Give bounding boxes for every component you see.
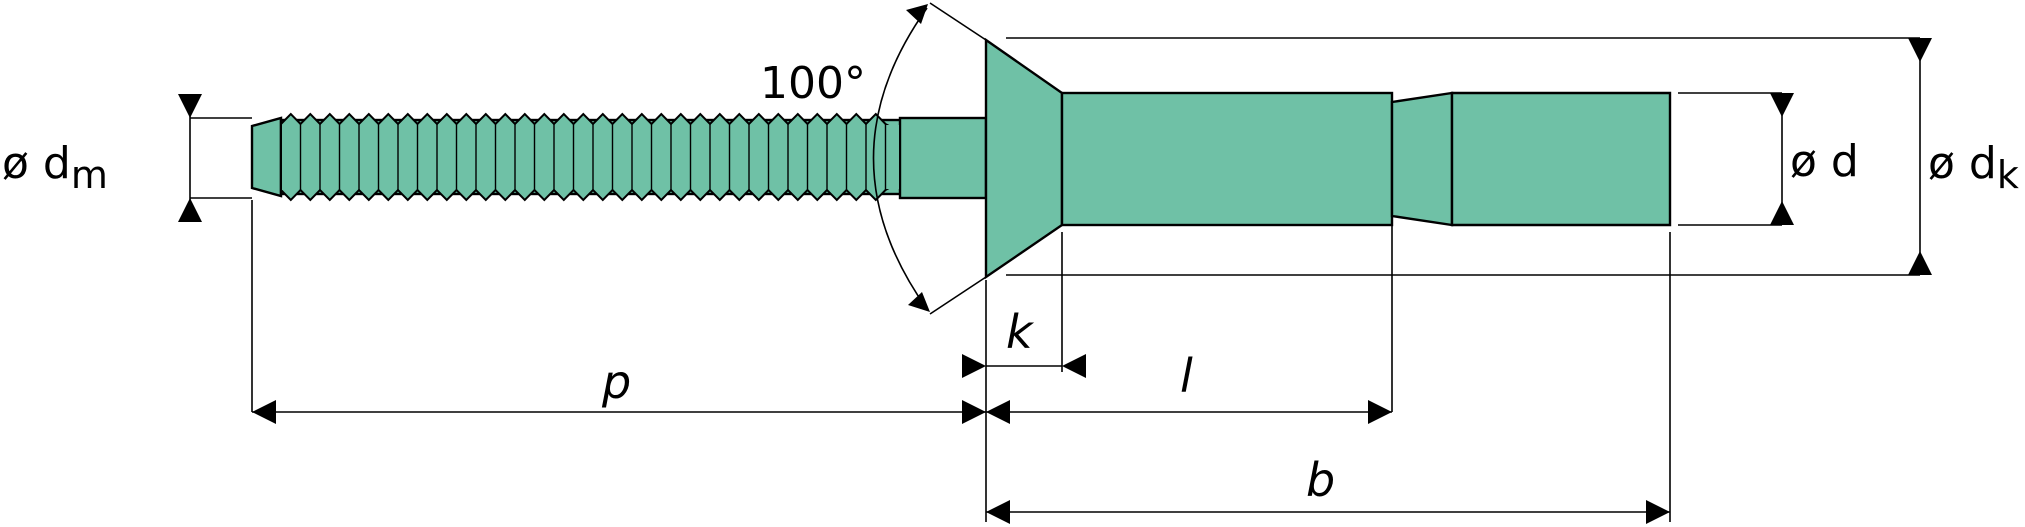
dm-dimension: ø dm <box>2 94 252 222</box>
p-arrow-left <box>252 400 276 424</box>
mandrel-shank <box>898 116 988 200</box>
d-label: ø d <box>1790 136 1859 187</box>
thread-core-fill <box>282 125 899 189</box>
b-label: b <box>1306 453 1335 507</box>
b-dimension: b <box>986 453 1670 524</box>
dm-arrow-top <box>178 94 202 118</box>
d-arrow-top <box>1770 93 1794 117</box>
rivet-sleeve-front <box>1060 91 1394 227</box>
k-arrow-right <box>1062 354 1086 378</box>
angle-label: 100° <box>760 58 866 109</box>
dm-label: ø dm <box>2 138 108 197</box>
l-arrow-left <box>986 400 1010 424</box>
vertical-extension-lines <box>251 200 1671 522</box>
p-label: p <box>601 355 631 409</box>
rivet-body <box>984 37 1672 280</box>
angle-extension-bottom <box>929 276 987 315</box>
angle-extension-top <box>929 2 987 41</box>
angle-dimension: 100° <box>760 2 987 315</box>
p-dimension: p <box>252 355 986 424</box>
dk-arrow-bottom <box>1908 251 1932 275</box>
rivet-sleeve-rear <box>1450 91 1672 227</box>
angle-arc <box>872 7 928 310</box>
d-arrow-bottom <box>1770 201 1794 225</box>
k-label: k <box>1006 305 1035 359</box>
mandrel-tip <box>250 116 283 198</box>
dm-arrow-bottom <box>178 198 202 222</box>
k-arrow-left <box>962 354 986 378</box>
angle-arrow-top <box>906 4 928 24</box>
mandrel <box>250 112 988 202</box>
countersunk-head <box>984 37 1064 280</box>
k-dimension: k <box>962 305 1086 378</box>
rivet-groove <box>1390 91 1454 227</box>
dk-dimension: ø dk <box>1006 37 2019 276</box>
dk-arrow-top <box>1908 38 1932 62</box>
dk-label: ø dk <box>1928 138 2019 197</box>
b-arrow-right <box>1646 500 1670 524</box>
p-arrow-right <box>962 400 986 424</box>
d-dimension: ø d <box>1678 92 1859 226</box>
angle-arrow-bottom <box>908 292 930 312</box>
b-arrow-left <box>986 500 1010 524</box>
mandrel-threads <box>280 112 901 202</box>
l-label: l <box>1180 349 1193 403</box>
l-arrow-right <box>1368 400 1392 424</box>
l-dimension: l <box>986 349 1392 424</box>
